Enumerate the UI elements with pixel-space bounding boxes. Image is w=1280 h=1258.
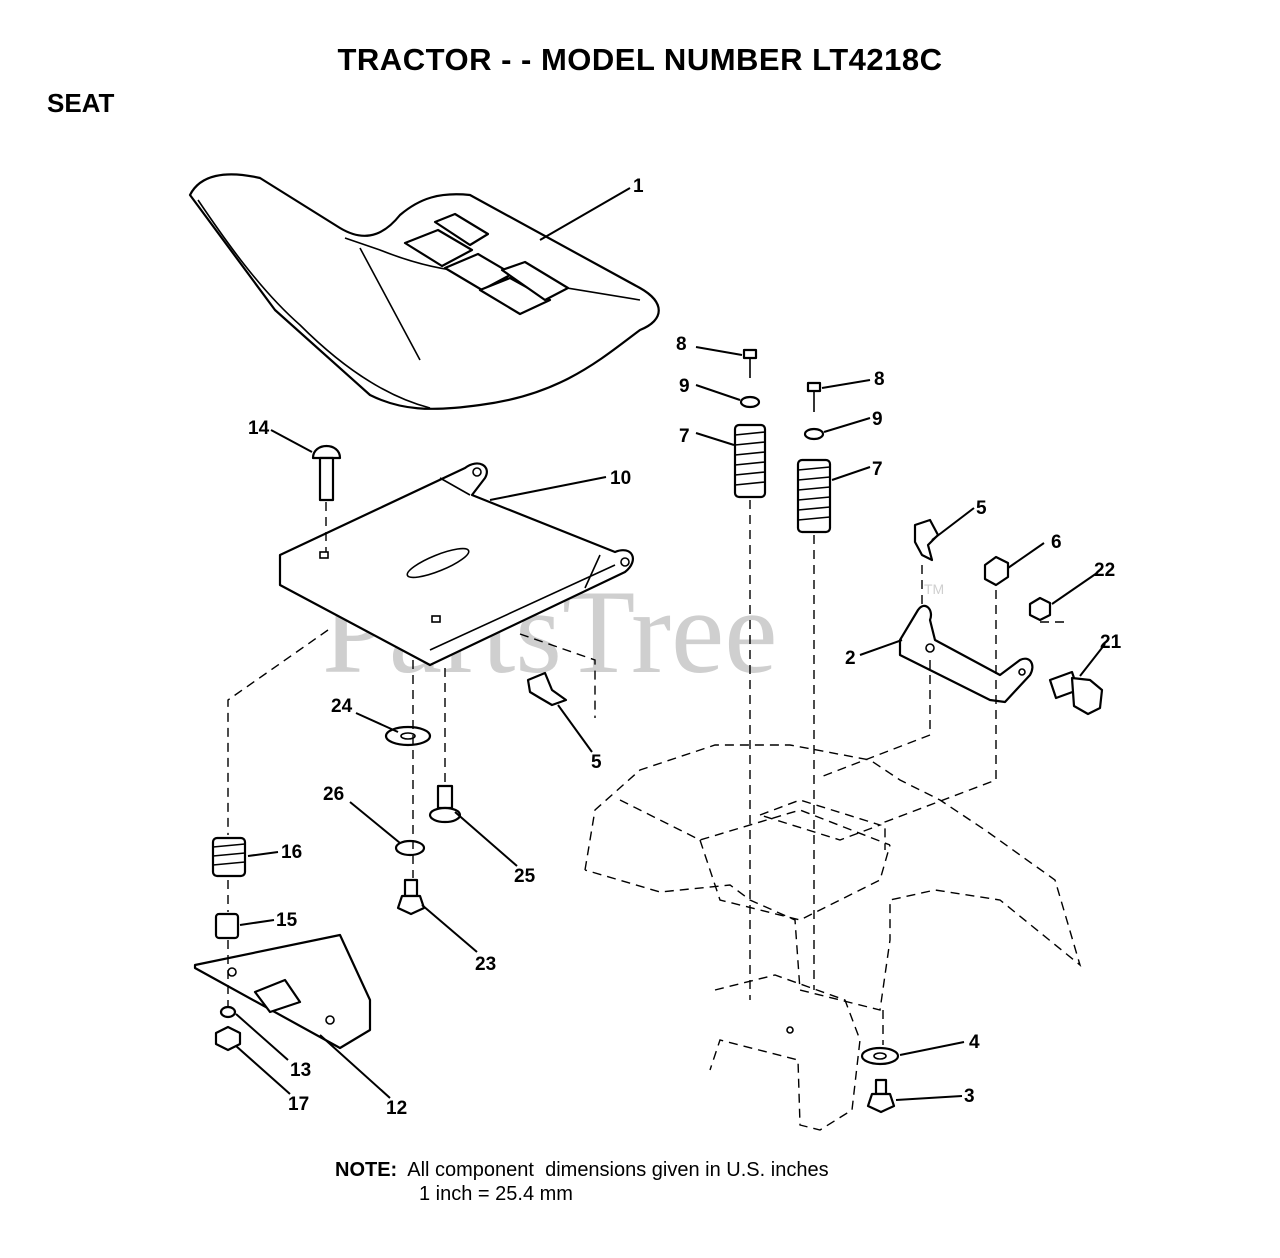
callout-8-left: 8: [676, 334, 687, 355]
note-label: NOTE:: [335, 1159, 398, 1181]
callout-17: 17: [288, 1094, 309, 1115]
hardware-left: [193, 444, 462, 1052]
note-line-1: All component dimensions given in U.S. i…: [407, 1159, 829, 1181]
fender-outline: [584, 744, 1082, 1131]
dimension-note: NOTE: All component dimensions given in …: [335, 1158, 829, 1206]
seat-pan-part: [278, 462, 634, 667]
callout-5-right: 5: [976, 498, 987, 519]
callout-10: 10: [610, 468, 631, 489]
callout-16: 16: [281, 842, 302, 863]
seat-part: [188, 173, 660, 410]
watermark-tm: TM: [924, 581, 944, 597]
hardware-right: [860, 1046, 900, 1114]
clip-part: [526, 671, 568, 707]
callout-6: 6: [1051, 532, 1062, 553]
callout-2: 2: [845, 648, 856, 669]
callout-22: 22: [1094, 560, 1115, 581]
callout-8-right: 8: [874, 369, 885, 390]
note-line-2: 1 inch = 25.4 mm: [419, 1183, 573, 1205]
callout-12: 12: [386, 1098, 407, 1119]
callout-5-left: 5: [591, 752, 602, 773]
callout-7-right: 7: [872, 459, 883, 480]
callout-3: 3: [964, 1086, 975, 1107]
callout-15: 15: [276, 910, 298, 931]
callout-25: 25: [514, 866, 536, 887]
leader-lines: [235, 187, 1106, 1101]
section-title: SEAT: [47, 88, 115, 118]
seat-bracket-part: [898, 518, 1104, 716]
callout-26: 26: [323, 784, 344, 805]
callout-7-left: 7: [679, 426, 690, 447]
page-title: TRACTOR - - MODEL NUMBER LT4218C: [337, 42, 943, 77]
callout-9-right: 9: [872, 409, 883, 430]
callout-21: 21: [1100, 632, 1122, 653]
callout-labels: 1 2 3 4 5 5 6 7 7 8 8 9 9 10 12 13 14 15…: [248, 176, 1122, 1119]
callout-13: 13: [290, 1060, 311, 1081]
assembly-lines: [227, 500, 1065, 1045]
callout-23: 23: [475, 954, 496, 975]
callout-24: 24: [331, 696, 353, 717]
callout-14: 14: [248, 418, 270, 439]
callout-4: 4: [969, 1032, 980, 1053]
callout-9-left: 9: [679, 376, 690, 397]
spring-assembly: [733, 348, 832, 534]
callout-1: 1: [633, 176, 644, 197]
